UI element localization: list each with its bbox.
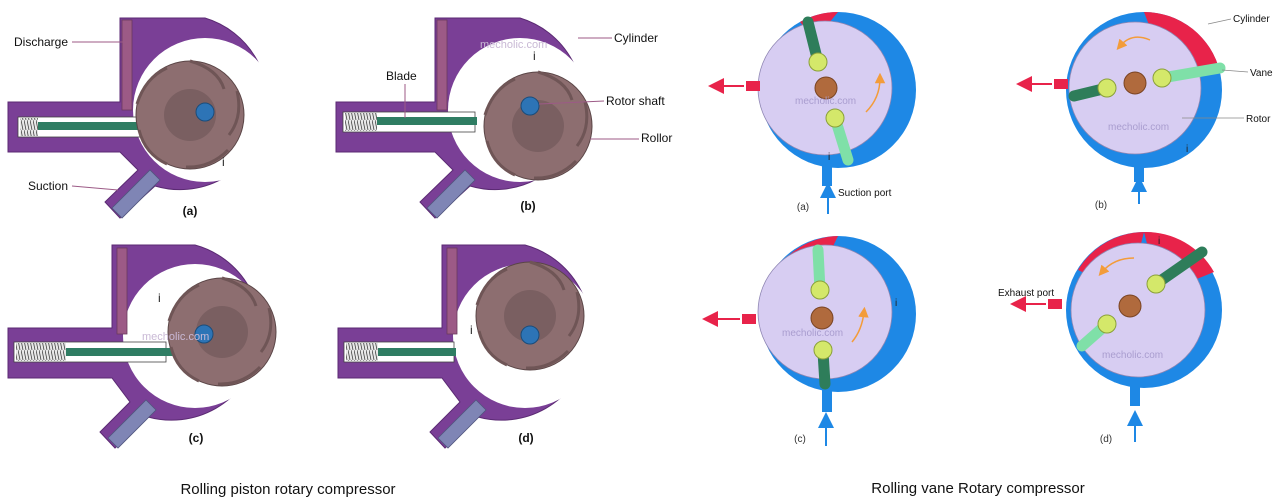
blade <box>38 122 140 130</box>
panel-label-d: (d) <box>518 431 533 445</box>
discharge-pipe <box>116 247 128 335</box>
marker-i: i <box>1186 144 1188 155</box>
label-cylinder: Cylinder <box>614 31 658 45</box>
shaft <box>814 76 838 100</box>
panel-label-b: (b) <box>1095 200 1107 211</box>
rotor-shaft <box>194 324 214 344</box>
marker-i: i <box>470 323 473 337</box>
label-rotor-shaft: Rotor shaft <box>606 94 665 108</box>
suction-pipe <box>107 399 157 449</box>
rv-panel-a: i mecholic.com Suction port (a) <box>708 12 916 214</box>
suction-pipe <box>111 169 161 219</box>
watermark: mecholic.com <box>480 39 547 51</box>
panel-label-a: (a) <box>183 204 198 218</box>
rp-panel-c: i mecholic.com (c) <box>7 244 277 449</box>
rp-panel-b: i mecholic.com (b) Blade Cylinder Rotor … <box>335 17 672 219</box>
rv-panel-d: i mecholic.com Exhaust port (d) <box>998 231 1222 445</box>
rp-panel-a: i (a) Discharge Suction <box>7 17 277 219</box>
rv-panel-c: i mecholic.com (c) <box>702 236 916 446</box>
rolling-vane-figure: i mecholic.com Suction port (a) i mechol… <box>702 11 1273 497</box>
discharge-pipe <box>121 19 133 111</box>
panel-label-c: (c) <box>794 434 806 445</box>
rotor-shaft <box>520 96 540 116</box>
watermark: mecholic.com <box>142 331 209 343</box>
blade <box>378 348 456 356</box>
panel-label-a: (a) <box>797 202 809 213</box>
rolling-piston-figure: i (a) Discharge Suction i mecholic.com (… <box>7 17 672 498</box>
rotor-shaft <box>195 102 215 122</box>
suction-pipe <box>437 399 487 449</box>
vane <box>1156 62 1226 84</box>
marker-i: i <box>533 49 536 63</box>
spring <box>20 118 38 136</box>
watermark: mecholic.com <box>782 328 843 339</box>
rv-panel-b: i mecholic.com Cylinder Vane Rotor (b) <box>1016 11 1273 211</box>
panel-label-d: (d) <box>1100 434 1112 445</box>
marker-i: i <box>158 291 161 305</box>
label-blade: Blade <box>386 69 417 83</box>
rp-panel-d: i (d) <box>337 244 597 449</box>
left-figure-title: Rolling piston rotary compressor <box>180 481 395 498</box>
spring <box>16 343 66 361</box>
rotor-shaft <box>520 325 540 345</box>
shaft <box>810 306 834 330</box>
suction-pipe <box>426 169 476 219</box>
watermark: mecholic.com <box>1108 122 1169 133</box>
discharge-pipe <box>436 19 448 111</box>
label-discharge: Discharge <box>14 35 68 49</box>
panel-label-b: (b) <box>520 199 535 213</box>
marker-i: i <box>1158 236 1160 247</box>
marker-i: i <box>828 152 830 163</box>
label-suction-port: Suction port <box>838 188 892 199</box>
label-rotor: Rotor <box>1246 114 1271 125</box>
blade <box>66 348 174 356</box>
label-suction: Suction <box>28 179 68 193</box>
label-vane: Vane <box>1250 68 1273 79</box>
watermark: mecholic.com <box>795 96 856 107</box>
shaft <box>1118 294 1142 318</box>
right-figure-title: Rolling vane Rotary compressor <box>871 480 1084 497</box>
watermark: mecholic.com <box>1102 350 1163 361</box>
discharge-pipe <box>446 247 458 335</box>
label-cylinder: Cylinder <box>1233 14 1270 25</box>
label-exhaust-port: Exhaust port <box>998 288 1054 299</box>
shaft <box>1123 71 1147 95</box>
label-rollor: Rollor <box>641 131 672 145</box>
blade <box>377 117 477 125</box>
spring <box>346 343 378 361</box>
marker-i: i <box>895 298 897 309</box>
spring <box>345 113 377 131</box>
panel-label-c: (c) <box>189 431 204 445</box>
marker-i: i <box>222 155 225 169</box>
